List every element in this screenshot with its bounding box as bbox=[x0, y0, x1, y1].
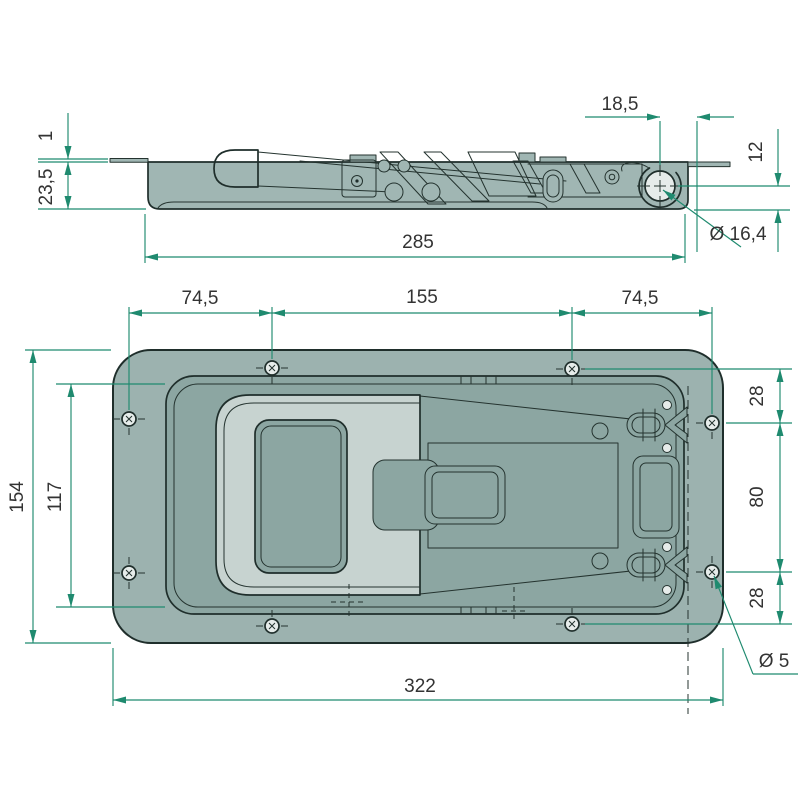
dim-top-chain: 74,5 155 74,5 bbox=[128, 287, 713, 414]
keeper-jaw-top bbox=[664, 406, 688, 444]
roller-2 bbox=[421, 182, 441, 202]
finger-recess-inner bbox=[260, 425, 342, 568]
side-section-view bbox=[109, 149, 731, 210]
finger-recess bbox=[254, 419, 348, 574]
dim-overall-height: 154 bbox=[7, 349, 111, 644]
section-bar-1 bbox=[379, 151, 447, 205]
dim-label-top-right-pitch: 74,5 bbox=[622, 288, 659, 309]
clamp-bottom-inner bbox=[631, 556, 661, 574]
dim-label-hole-to-bottom: 12 bbox=[746, 141, 767, 162]
dim-label-recess-height: 117 bbox=[45, 482, 66, 512]
plate-boss-top bbox=[591, 422, 609, 440]
rivet-3 bbox=[662, 542, 672, 552]
mounting-holes bbox=[113, 360, 720, 634]
mounting-hole bbox=[256, 610, 288, 634]
housing-edge-bottom bbox=[419, 569, 641, 595]
keeper-jaw-bottom bbox=[664, 546, 688, 584]
dim-label-body-length: 285 bbox=[402, 232, 434, 253]
dim-label-hole-diameter: Ø 16,4 bbox=[709, 224, 766, 245]
dim-mount-hole-diameter: Ø 5 bbox=[713, 575, 798, 675]
dim-body-length: 285 bbox=[144, 214, 686, 263]
pivot-2 bbox=[397, 159, 411, 173]
hook-horn bbox=[621, 162, 650, 172]
flange-lip-right bbox=[687, 161, 731, 168]
plate-edge-top bbox=[527, 163, 643, 198]
top-tab-2 bbox=[518, 152, 536, 163]
mounting-hole bbox=[556, 608, 588, 632]
clamp-top-inner bbox=[631, 416, 661, 434]
dim-recess-height: 117 bbox=[45, 383, 165, 608]
section-bar-2 bbox=[423, 151, 490, 202]
dim-label-mount-hole-diameter: Ø 5 bbox=[759, 651, 790, 672]
center-mark-2 bbox=[502, 587, 526, 619]
flange-lip-left bbox=[109, 158, 149, 163]
paddle-inner-line bbox=[223, 402, 421, 588]
dim-hole-to-bottom: 12 bbox=[678, 129, 790, 252]
dim-label-hole-pitch: 80 bbox=[747, 486, 768, 507]
mounting-hole bbox=[556, 361, 588, 385]
rivet-2 bbox=[662, 443, 672, 453]
top-tab-1 bbox=[349, 154, 377, 163]
plan-view-dimensions: 74,5 155 74,5 154 117 28 80 28 bbox=[7, 287, 798, 706]
handle-nose-section bbox=[213, 149, 259, 188]
dim-label-top-center-pitch: 155 bbox=[406, 287, 438, 308]
slot-inner bbox=[546, 174, 560, 198]
dim-label-top-left-pitch: 74,5 bbox=[182, 288, 219, 309]
pivot-1 bbox=[377, 159, 391, 173]
mounting-hole bbox=[113, 557, 145, 589]
clamp-top-bars bbox=[642, 408, 656, 442]
dim-label-overall-width: 322 bbox=[404, 676, 436, 697]
keeper-housing-inner bbox=[639, 462, 673, 532]
plan-view bbox=[112, 349, 724, 714]
dim-label-right-top-offset: 28 bbox=[747, 385, 768, 406]
grip-knob bbox=[424, 465, 506, 525]
lever-edge-bottom bbox=[257, 185, 393, 193]
dim-label-right-bottom-offset: 28 bbox=[747, 587, 768, 608]
roller-1 bbox=[384, 182, 404, 202]
pivot-center-dot bbox=[355, 179, 359, 183]
dim-depth: 23,5 bbox=[36, 162, 146, 210]
side-view-dimensions: 1 23,5 285 18,5 12 Ø 1 bbox=[36, 94, 790, 263]
mounting-hole bbox=[696, 556, 720, 588]
lever-edge-mid bbox=[299, 160, 541, 185]
center-mark-1 bbox=[331, 584, 367, 620]
rim-notches-top bbox=[460, 376, 497, 385]
dim-hole-diameter: Ø 16,4 bbox=[662, 189, 767, 248]
dim-label-depth: 23,5 bbox=[36, 169, 57, 206]
dim-right-chain: 28 80 28 bbox=[585, 368, 792, 625]
dim-lip-thickness: 1 bbox=[36, 113, 108, 163]
top-tab-3 bbox=[539, 156, 567, 163]
pivot-bracket bbox=[341, 159, 377, 198]
dim-label-lip-thickness: 1 bbox=[36, 131, 57, 142]
rivet-4 bbox=[662, 585, 672, 595]
dim-label-hole-to-edge: 18,5 bbox=[602, 94, 639, 115]
housing-edge-top bbox=[419, 395, 641, 421]
screw-head bbox=[604, 169, 620, 185]
pan-floor-line bbox=[157, 201, 548, 209]
mounting-hole bbox=[256, 360, 288, 384]
rivet-1 bbox=[662, 400, 672, 410]
dim-label-overall-height: 154 bbox=[7, 481, 28, 513]
section-bar-3 bbox=[467, 151, 537, 197]
grip-knob-inner bbox=[431, 471, 499, 519]
rim-notches-bottom bbox=[460, 606, 497, 614]
clamp-bottom-bars bbox=[642, 548, 656, 582]
screw-center bbox=[608, 173, 616, 181]
dim-overall-width: 322 bbox=[112, 648, 724, 706]
keeper-housing bbox=[632, 455, 680, 539]
plate-boss-bottom bbox=[591, 552, 609, 570]
